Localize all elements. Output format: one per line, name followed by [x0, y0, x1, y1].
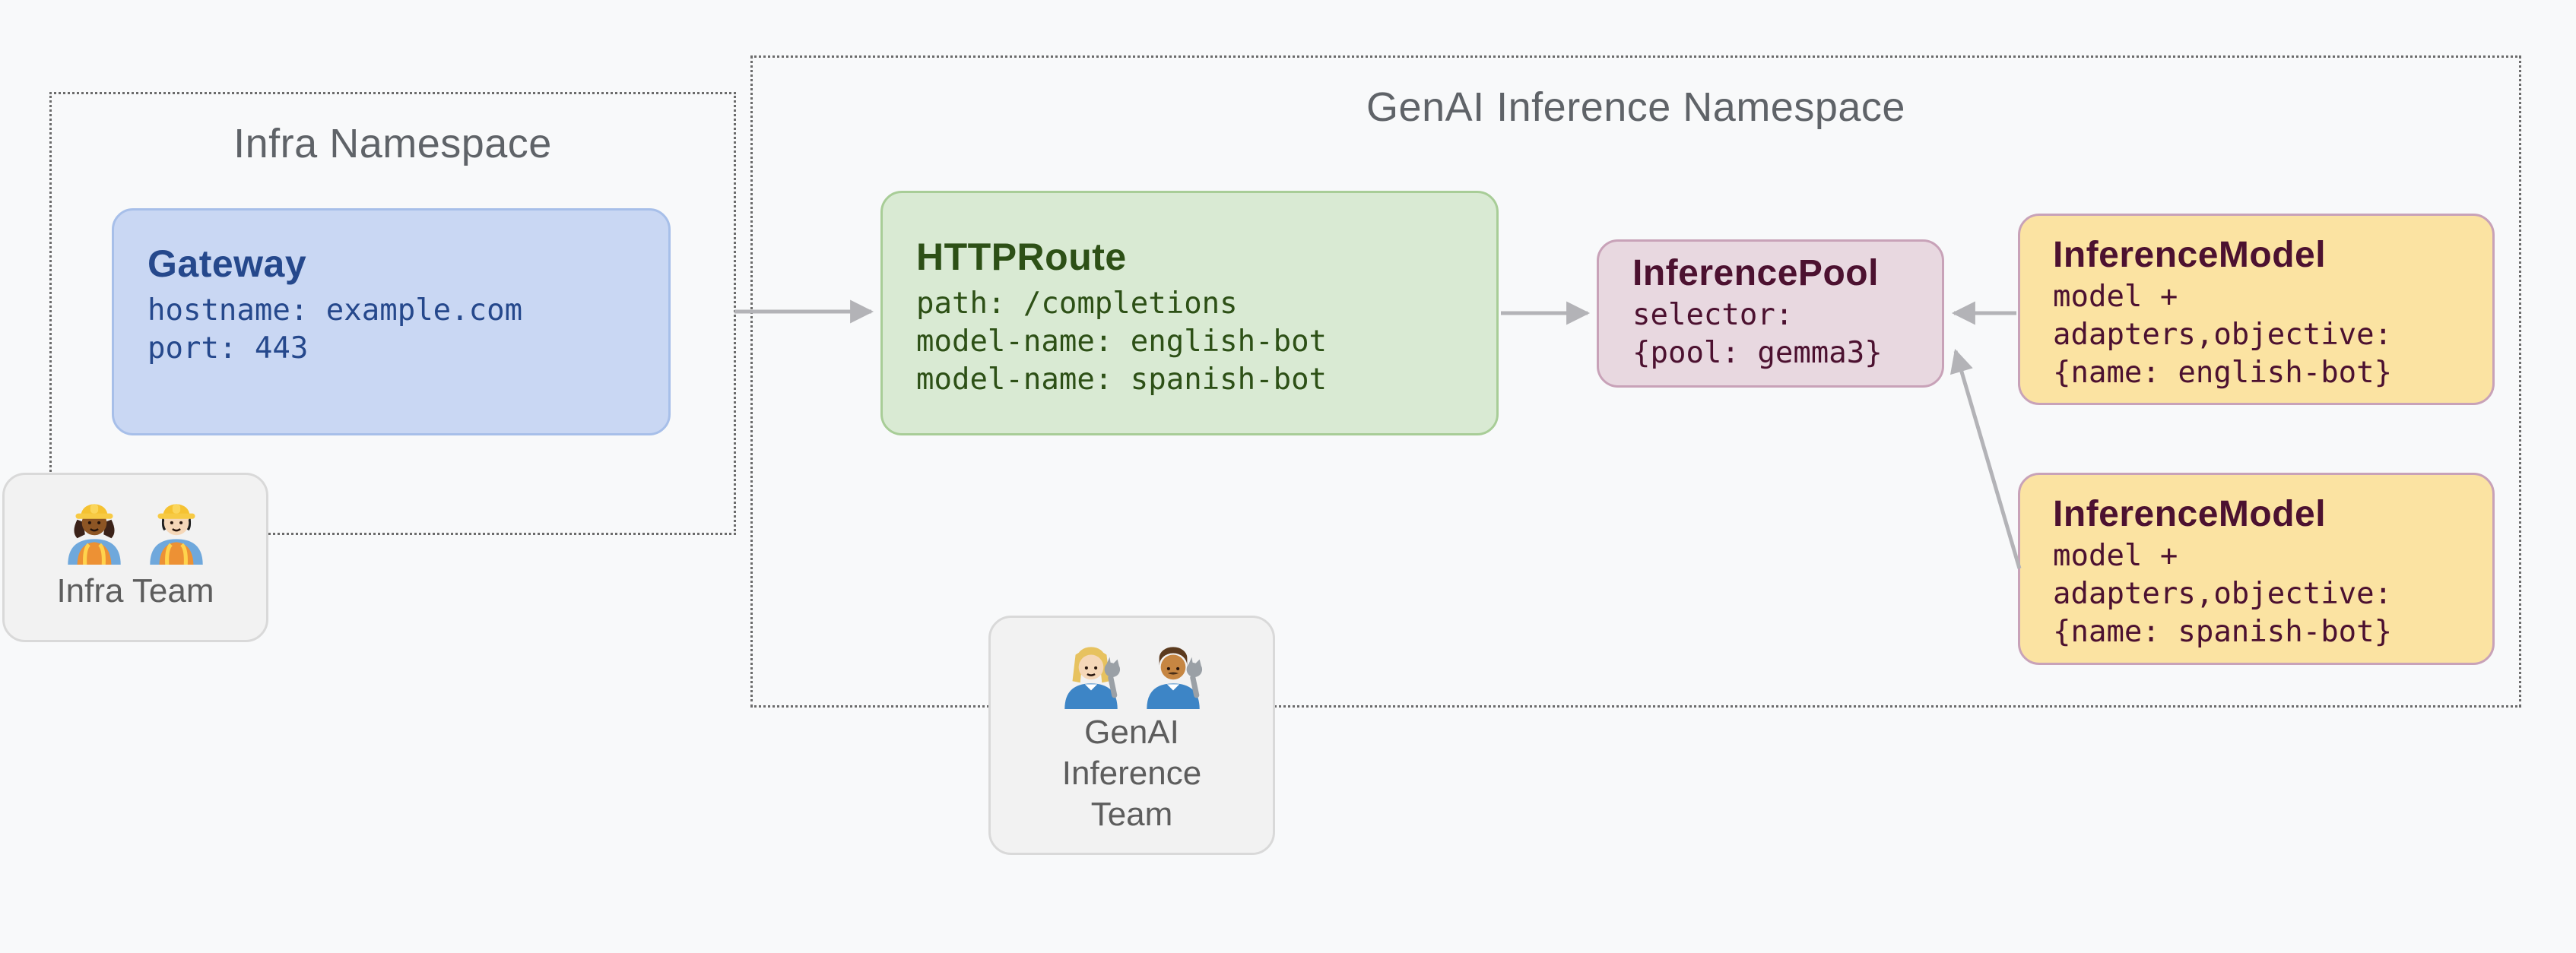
infra-team-icons: [57, 490, 214, 565]
httproute-title: HTTPRoute: [916, 236, 1127, 278]
genai-team-label-line1: GenAI: [1084, 714, 1179, 751]
genai-team-icons: [1054, 635, 1210, 709]
inferencemodel-spanish-line3: {name: spanish-bot}: [2053, 615, 2393, 649]
man-construction-worker-icon: [150, 504, 203, 565]
inferencemodel-spanish-node: InferenceModel model + adapters,objectiv…: [2018, 473, 2495, 665]
infra-team-label: Infra Team: [56, 572, 214, 609]
inferencepool-title: InferencePool: [1632, 253, 1879, 293]
gateway-port: port: 443: [148, 331, 309, 366]
gateway-node: Gateway hostname: example.com port: 443: [112, 208, 671, 435]
inferencemodel-english-line1: model +: [2053, 280, 2178, 314]
inferencemodel-spanish-line1: model +: [2053, 539, 2178, 573]
gateway-title: Gateway: [148, 242, 307, 285]
inferencemodel-english-node: InferenceModel model + adapters,objectiv…: [2018, 214, 2495, 405]
infra-namespace-title: Infra Namespace: [233, 121, 552, 166]
infra-namespace-box: Infra Namespace: [49, 92, 736, 535]
httproute-model-english: model-name: english-bot: [916, 325, 1328, 359]
httproute-model-spanish: model-name: spanish-bot: [916, 363, 1328, 397]
genai-namespace-title: GenAI Inference Namespace: [1366, 84, 1905, 130]
httproute-node: HTTPRoute path: /completions model-name:…: [880, 191, 1499, 435]
inferencepool-pool-label: {pool: gemma3}: [1632, 336, 1883, 370]
wrench-icon: [1186, 657, 1202, 698]
woman-construction-worker-icon: [68, 504, 121, 565]
genai-team-label-line2: Inference: [1061, 755, 1202, 792]
httproute-path: path: /completions: [916, 287, 1238, 321]
inferencemodel-english-line2: adapters,objective:: [2053, 318, 2393, 352]
genai-team-label: GenAI Inference Team: [1062, 712, 1201, 835]
gateway-hostname: hostname: example.com: [148, 293, 523, 328]
infra-team-box: Infra Team: [2, 473, 268, 642]
inferencemodel-english-title: InferenceModel: [2053, 235, 2327, 275]
genai-team-label-line3: Team: [1090, 796, 1173, 833]
genai-team-box: GenAI Inference Team: [988, 616, 1275, 855]
inferencepool-selector: selector:: [1632, 298, 1794, 332]
wrench-icon: [1104, 657, 1120, 698]
man-mechanic-icon: [1146, 647, 1202, 709]
genai-namespace-box: GenAI Inference Namespace: [750, 55, 2521, 708]
inferencepool-node: InferencePool selector: {pool: gemma3}: [1597, 239, 1944, 388]
woman-mechanic-icon: [1064, 647, 1120, 709]
inferencemodel-spanish-title: InferenceModel: [2053, 494, 2327, 534]
inferencemodel-spanish-line2: adapters,objective:: [2053, 577, 2393, 611]
inferencemodel-english-line3: {name: english-bot}: [2053, 356, 2393, 390]
